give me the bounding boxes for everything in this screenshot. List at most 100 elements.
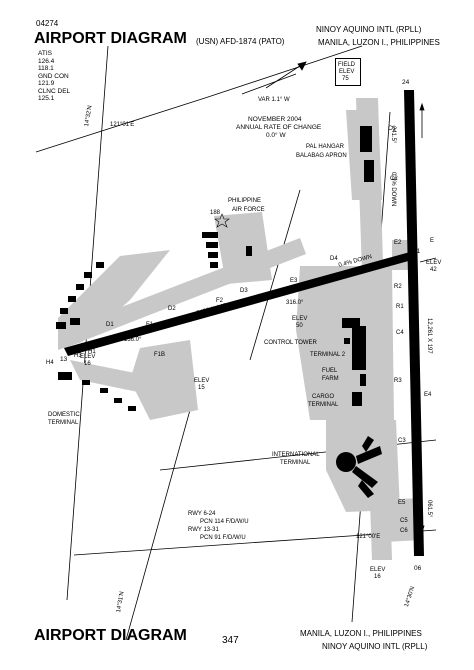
footer-title: AIRPORT DIAGRAM	[34, 627, 187, 644]
taxiway-label: E4	[424, 392, 432, 398]
elevation-value: 16	[84, 361, 91, 367]
freq-line: ATIS	[38, 50, 52, 57]
cargo-terminal-label: TERMINAL	[308, 402, 339, 408]
runway-heading: 316.0°	[286, 300, 304, 306]
grid-line	[139, 409, 191, 591]
runway-heading: 061.5°	[426, 500, 432, 518]
building	[100, 388, 108, 393]
runway-dimensions: 12,261 X 197	[426, 318, 432, 354]
pier	[352, 466, 378, 488]
building	[210, 262, 218, 268]
freq-line: GND CON	[38, 72, 69, 80]
elevation-value: 15	[198, 385, 205, 391]
elevation-label: ELEV	[426, 260, 442, 266]
variation-label: VAR 1.1° W	[258, 97, 290, 103]
grid-line	[249, 189, 301, 361]
taxiway-label: C4	[396, 330, 404, 336]
field-elev-label: FIELD	[338, 62, 356, 68]
grid-line	[204, 45, 363, 99]
freq-line: 125.1	[38, 95, 55, 102]
field-elev-value: 75	[342, 76, 349, 82]
runway-06-24	[404, 90, 424, 556]
runway-13-31	[64, 252, 412, 356]
marker-188: 188	[210, 210, 221, 216]
footer-location: MANILA, LUZON I., PHILIPPINES	[300, 629, 422, 638]
building	[128, 406, 136, 411]
page-number: 347	[222, 635, 239, 646]
pcn-line: RWY 6-24	[188, 511, 216, 517]
runway-end-13: 13	[60, 356, 68, 363]
building	[76, 284, 84, 290]
control-tower-label: CONTROL TOWER	[264, 340, 317, 346]
taxiway-h	[70, 360, 176, 400]
runway-heading: 136.0°	[124, 337, 142, 343]
domestic-apron	[58, 250, 170, 350]
building	[58, 372, 72, 380]
building	[56, 322, 66, 329]
taxiway-label: H1	[88, 349, 96, 355]
air-force-label: PHILIPPINE	[228, 198, 262, 204]
taxiway-label: C3	[398, 438, 406, 444]
fuel-farm-label: FUEL	[322, 368, 338, 374]
building	[364, 160, 374, 182]
elevation-label: ELEV	[370, 567, 386, 573]
pavement	[58, 98, 422, 560]
pier	[362, 436, 374, 452]
chart-number: 04274	[36, 19, 59, 28]
taxiway-label: F2	[216, 298, 224, 304]
building	[60, 308, 68, 314]
elevation-value: 16	[374, 574, 381, 580]
building	[96, 262, 104, 268]
north-arrow-icon	[241, 61, 307, 95]
freq-line: CLNC DEL	[38, 87, 71, 95]
taxiway-label: E5	[398, 500, 406, 506]
taxiway-label: F1	[146, 322, 154, 328]
taxiway-label: R1	[396, 304, 404, 310]
pcn-line: PCN 114 F/D/W/U	[200, 519, 249, 525]
star-icon	[214, 213, 230, 228]
domestic-terminal-label: DOMESTIC	[48, 412, 80, 418]
runway-end-31: 31	[413, 248, 421, 255]
taxiway-label: E	[430, 238, 435, 244]
pcn-line: PCN 91 F/D/W/U	[200, 535, 246, 541]
pier	[358, 480, 374, 498]
taxiway-label: R3	[394, 378, 402, 384]
air-force-label: AIR FORCE	[232, 207, 265, 213]
taxiway-label: D2	[168, 306, 176, 312]
intl-terminal-label: INTERNATIONAL	[272, 452, 320, 458]
terminal-2-building	[342, 318, 360, 328]
airport-name: NINOY AQUINO INTL (RPLL)	[316, 25, 422, 34]
field-elev-label: ELEV	[339, 69, 355, 75]
elevation-value: 42	[430, 267, 437, 273]
taxiway-label: H3	[74, 353, 82, 359]
taxiway-label: H4	[46, 360, 54, 366]
taxiway-label: D4	[330, 256, 338, 262]
building	[202, 232, 218, 238]
pal-hangar-building	[360, 126, 372, 152]
tower-elev-label: ELEV	[292, 316, 308, 322]
runway-end-24: 24	[402, 79, 410, 86]
building	[114, 398, 122, 403]
building	[84, 272, 92, 278]
fuel-farm-label: FARM	[322, 376, 339, 382]
building	[68, 296, 76, 302]
taxiway-e5	[380, 498, 422, 542]
pal-hangar-apron	[346, 110, 382, 200]
taxiway-label: C2	[390, 176, 398, 182]
freq-line: 121.9	[38, 80, 55, 87]
variation-rate-value: 0.0° W	[266, 132, 286, 139]
building	[206, 242, 218, 248]
intl-terminal-building	[336, 436, 382, 498]
airport-location: MANILA, LUZON I., PHILIPPINES	[318, 38, 440, 47]
variation-rate-label: ANNUAL RATE OF CHANGE	[236, 124, 322, 131]
intl-terminal-area	[326, 420, 400, 512]
pier	[356, 446, 382, 464]
balabag-apron-label: BALABAG APRON	[296, 153, 347, 159]
domestic-terminal-label: TERMINAL	[48, 420, 79, 426]
taxiway-label: D1	[106, 322, 114, 328]
taxiway-label: C1	[388, 126, 396, 132]
building	[208, 252, 218, 258]
field-elevation-box: FIELD ELEV 75	[335, 58, 361, 86]
longitude-label: 121°00'E	[356, 534, 381, 540]
cargo-terminal-label: CARGO	[312, 394, 335, 400]
